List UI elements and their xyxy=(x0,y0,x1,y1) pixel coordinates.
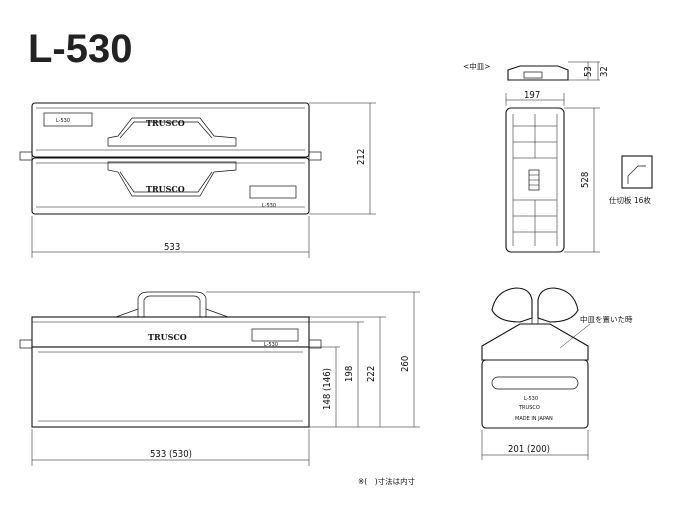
front-width-dim: 533 (530) xyxy=(150,449,192,460)
front-dim-260: 260 xyxy=(400,356,411,372)
top-view: L-530 TRUSCO TRUSCO L-530 533 212 xyxy=(19,102,376,258)
label-plate-bottom xyxy=(249,185,297,199)
brand-bottom: TRUSCO xyxy=(146,184,185,194)
divider-plate: 仕切板 16枚 xyxy=(609,155,653,205)
side-view: L-530 TRUSCO MADE IN JAPAN 中皿を置いた時 201 (… xyxy=(481,287,633,460)
front-brand: TRUSCO xyxy=(148,332,187,342)
side-annotation: 中皿を置いた時 xyxy=(580,314,633,324)
front-handle xyxy=(137,291,207,317)
divider-plate-icon xyxy=(621,155,653,189)
side-brand: TRUSCO xyxy=(518,405,540,411)
plan-view: 197 528 xyxy=(505,90,600,253)
side-label: L-530 xyxy=(524,396,538,402)
side-width-dim: 201 (200) xyxy=(508,444,550,455)
front-dim-222: 222 xyxy=(366,366,377,382)
tray-label: <中皿> xyxy=(463,61,491,71)
plan-width-dim: 197 xyxy=(524,90,540,101)
handle-upper xyxy=(107,117,237,147)
upper-lid xyxy=(31,102,310,158)
footnote: ※( )寸法は内寸 xyxy=(358,476,416,486)
front-dim-198: 198 xyxy=(344,366,355,382)
label-plate-top xyxy=(43,112,93,127)
plan-length-dim: 528 xyxy=(580,172,591,188)
model-title: L-530 xyxy=(28,27,133,71)
tray-dim-32: 32 xyxy=(599,66,610,77)
divider-caption: 仕切板 16枚 xyxy=(609,195,651,205)
side-lid-left xyxy=(491,287,533,323)
tray-dim-53: 53 xyxy=(583,66,594,77)
brand-top: TRUSCO xyxy=(146,118,185,128)
front-view: TRUSCO L-530 533 (530) 148 (146) 198 222… xyxy=(19,291,420,466)
side-origin: MADE IN JAPAN xyxy=(515,416,553,422)
top-width-dim: 533 xyxy=(164,242,180,253)
front-body xyxy=(31,346,310,428)
side-lid-right xyxy=(537,287,579,323)
side-tray xyxy=(481,323,589,361)
lower-body xyxy=(31,157,310,215)
handle-lower xyxy=(107,161,237,197)
top-height-dim: 212 xyxy=(356,149,367,165)
label-top: L-530 xyxy=(56,118,70,124)
label-bottom: L-530 xyxy=(262,203,276,209)
tray-view: <中皿> 53 32 xyxy=(463,61,610,81)
front-label: L-530 xyxy=(264,342,278,348)
front-dim-148: 148 (146) xyxy=(322,368,333,410)
